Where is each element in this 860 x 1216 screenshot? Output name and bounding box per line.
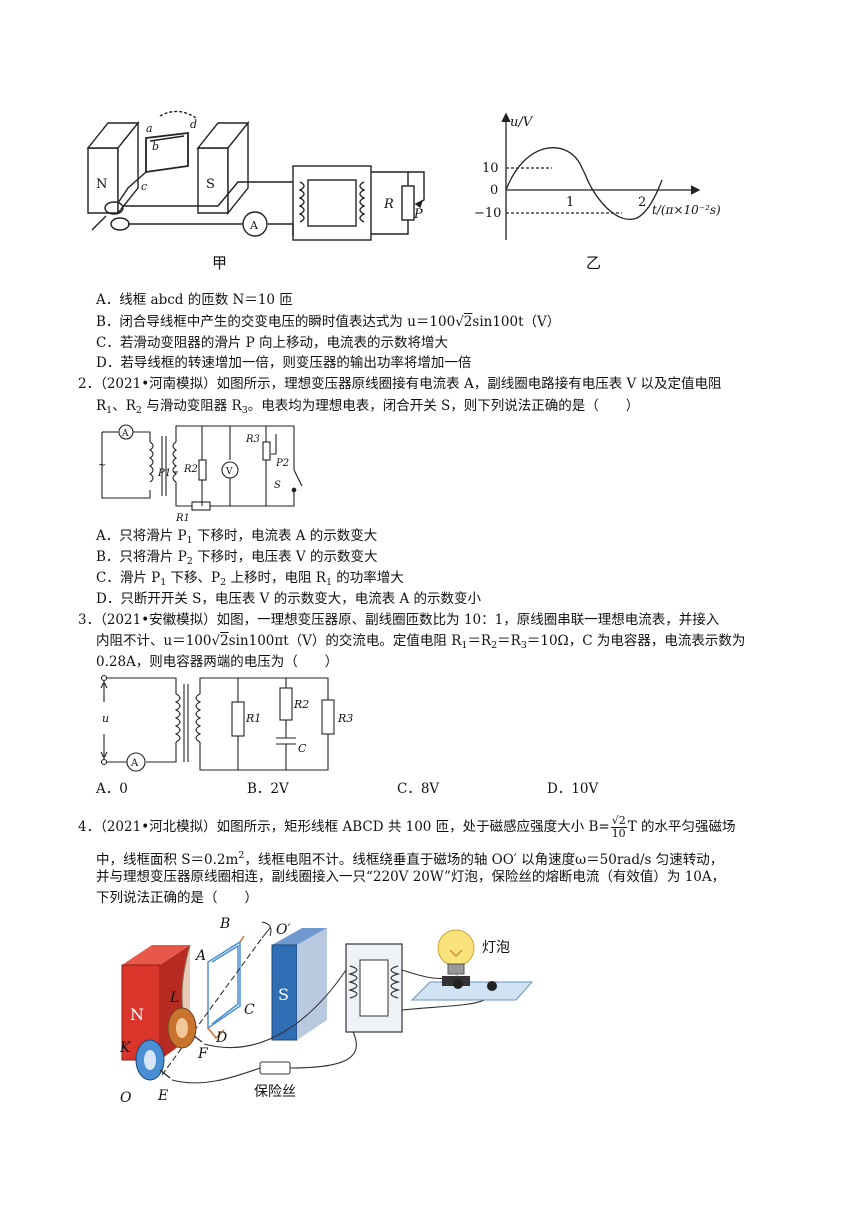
graph-y-tick-10: 10 [482,161,499,176]
q2-r3-label: R3 [245,434,260,445]
q4-ring-l-label: L [169,990,179,1006]
q2-ammeter-label: A [121,429,129,439]
figure-caption-yi: 乙 [586,254,601,272]
graph-x-tick-2: 2 [638,195,646,210]
q1-option-b: B．闭合导线框中产生的交变电压的瞬时值表达式为 u＝100√2sin100t（V… [96,314,561,330]
q4-magnet-n-label: N [130,1005,144,1024]
q4-stem-line4: 下列说法正确的是（ ） [96,890,258,906]
q2-option-d: D．只断开开关 S，电压表 V 的示数变大，电流表 A 的示数变小 [96,591,482,607]
q1-option-a: A．线框 abcd 的匝数 N＝10 匝 [96,292,293,308]
figure-2-transformer-circuit: A ~ V R2 R3 P2 P1 S R1 [96,420,306,522]
q3-option-c: C．8V [397,781,440,797]
magnet-n-label: N [96,177,107,192]
q4-coil-corner-d: D [215,1030,227,1046]
q3-stem-line3: 0.28A，则电容器两端的电压为（ ） [96,654,339,670]
q2-voltmeter-label: V [225,467,233,477]
figure-4-generator-bulb: N S A B C D L F K E O O′ 灯泡 保险丝 [112,910,542,1110]
q4-coil-corner-c: C [244,1002,255,1018]
q4-coil-corner-a: A [194,948,206,964]
coil-corner-c: c [141,180,147,193]
resistor-r-label: R [383,197,394,212]
figure-1-voltage-graph: u/V 10 0 −10 1 2 t/(π×10⁻²s) 乙 [462,108,772,278]
q3-voltage-u-label: u [102,712,109,725]
q2-option-a: A．只将滑片 P1 下移时，电流表 A 的示数变大 [96,528,378,546]
q3-capacitor-c-label: C [298,742,307,755]
q3-r1-label: R1 [245,712,261,725]
q3-circuit-diagram: u A R1 R2 R3 C [100,674,353,772]
q3-ammeter-label: A [130,758,139,769]
coil-corner-a: a [146,122,153,135]
q3-option-d: D．10V [547,781,599,797]
q4-generator-diagram: N S A B C D L F K E O O′ 灯泡 保险丝 [119,916,534,1106]
q4-stem-line1: 4．（2021•河北模拟）如图所示，矩形线框 ABCD 共 100 匝，处于磁感… [78,814,736,840]
q4-ring-k-label: K [119,1040,132,1056]
q2-r1-label: R1 [175,513,190,522]
q2-stem-line1: 2．（2021•河南模拟）如图所示，理想变压器原线圈接有电流表 A，副线圈电路接… [78,376,722,392]
q4-coil-corner-b: B [219,916,230,932]
q2-stem-line2: R1、R2 与滑动变阻器 R3。电表均为理想电表，闭合开关 S，则下列说法正确的… [96,398,640,416]
graph-x-tick-1: 1 [566,195,574,210]
q2-circuit-diagram: A ~ V R2 R3 P2 P1 S R1 [98,424,303,522]
q2-option-c: C．滑片 P1 下移、P2 上移时，电阻 R1 的功率增大 [96,570,404,588]
q2-option-b: B．只将滑片 P2 下移时，电压表 V 的示数变大 [96,549,378,567]
q4-stem-line3: 并与理想变压器原线圈相连，副线圈接入一只“220V 20W”灯泡，保险丝的熔断电… [96,869,726,885]
q3-stem-line1: 3．（2021•安徽模拟）如图，一理想变压器原、副线圈匝数比为 10：1，原线圈… [78,612,720,628]
q2-ac-source-symbol: ~ [98,460,106,471]
figure-3-capacitor-circuit: u A R1 R2 R3 C [96,672,366,778]
q4-stem-line2: 中，线框面积 S＝0.2m2，线框电阻不计。线框绕垂直于磁场的轴 OO′ 以角速… [96,850,724,868]
q4-fuse-label: 保险丝 [254,1084,296,1100]
graph-y-axis-label: u/V [510,115,534,130]
q3-r2-label: R2 [293,698,309,711]
q4-brush-e-label: E [157,1088,168,1104]
q2-switch-s-label: S [274,480,281,491]
coil-corner-d: d [190,118,197,131]
ammeter-label: A [249,219,259,232]
slider-p-label: P [413,207,423,222]
q2-p2-label: P2 [275,458,289,469]
q3-option-b: B．2V [247,781,289,797]
magnet-s-label: S [206,177,215,192]
generator-circuit-diagram: N S a b c d A R P 甲 [86,110,425,272]
q4-axis-o-prime-label: O′ [276,922,291,938]
coil-corner-b: b [152,140,159,153]
q4-bulb-label: 灯泡 [482,940,510,956]
graph-y-tick-minus10: −10 [474,206,501,221]
figure-caption-jia: 甲 [212,254,227,272]
graph-y-tick-0: 0 [490,183,498,198]
q4-magnet-s-label: S [278,985,289,1004]
q3-r3-label: R3 [337,712,353,725]
q1-option-d: D．若导线框的转速增加一倍，则变压器的输出功率将增加一倍 [96,355,472,371]
q2-r2-label: R2 [183,464,198,475]
q4-brush-f-label: F [197,1046,209,1062]
figure-1-generator: N S a b c d A R P 甲 [78,108,458,288]
graph-x-axis-label: t/(π×10⁻²s) [652,203,721,217]
q3-stem-line2: 内阻不计、u＝100√2sin100πt（V）的交流电。定值电阻 R1＝R2＝R… [96,633,746,651]
q3-option-a: A．0 [96,781,128,797]
sine-voltage-graph: u/V 10 0 −10 1 2 t/(π×10⁻²s) 乙 [474,112,721,272]
q4-axis-o-label: O [120,1090,132,1106]
q1-option-c: C．若滑动变阻器的滑片 P 向上移动，电流表的示数将增大 [96,335,448,351]
q2-p1-label: P1 [157,468,171,479]
